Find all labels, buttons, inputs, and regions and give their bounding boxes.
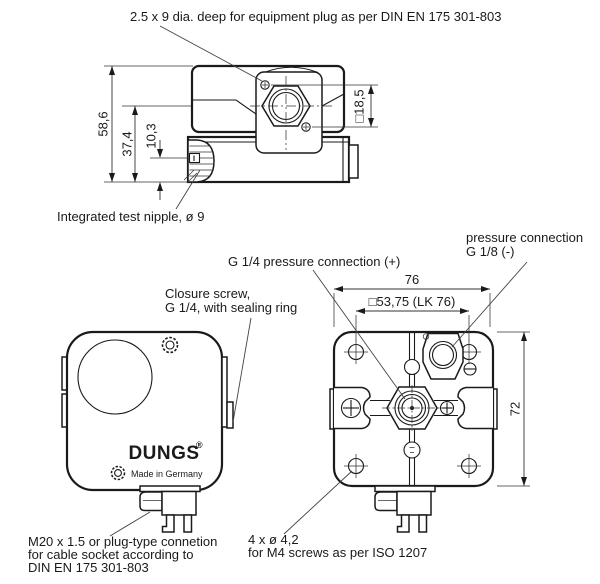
dim-76: 76 bbox=[333, 272, 491, 327]
note-closure-1: Closure screw, bbox=[165, 286, 250, 301]
plate-screw-top-left bbox=[260, 80, 270, 90]
mounting-hole-top-left bbox=[344, 340, 368, 364]
rear-cable-connector bbox=[374, 485, 436, 533]
dim-18-5: □18,5 bbox=[271, 84, 378, 128]
made-in-germany-label: Made in Germany bbox=[131, 469, 203, 479]
note-closure-2: G 1/4, with sealing ring bbox=[165, 300, 297, 315]
leader-closure-screw bbox=[232, 317, 252, 423]
dim-10-3: 10,3 bbox=[143, 123, 189, 200]
dim-label-10-3: 10,3 bbox=[143, 123, 158, 148]
torx-screw-top bbox=[161, 336, 179, 354]
dungs-logo: DUNGS bbox=[128, 443, 199, 464]
mounting-hole-bottom-right bbox=[457, 454, 481, 478]
closure-screw-boss bbox=[226, 401, 234, 429]
leader-equipment-plug bbox=[159, 25, 263, 82]
connector-pin-left bbox=[161, 514, 175, 533]
connector-block bbox=[161, 490, 197, 516]
test-nipple-knob bbox=[183, 139, 215, 184]
plug-dome bbox=[263, 66, 319, 74]
dial-window-circle bbox=[77, 339, 153, 415]
front-view: DUNGS ® Made in Germany bbox=[61, 330, 234, 533]
front-body bbox=[65, 330, 224, 492]
marking-dot bbox=[422, 333, 430, 340]
note-g14-positive: G 1/4 pressure connection (+) bbox=[228, 254, 400, 269]
dim-72: 72 bbox=[497, 331, 530, 487]
torx-screw-bottom bbox=[110, 465, 126, 481]
note-m4-1: 4 x ø 4,2 bbox=[248, 532, 299, 547]
dim-37-4: 37,4 bbox=[119, 106, 138, 182]
note-m4-2: for M4 screws as per ISO 1207 bbox=[248, 545, 427, 560]
right-tab bbox=[221, 356, 228, 428]
dim-label-37-4: 37,4 bbox=[119, 131, 134, 156]
leader-test-nipple bbox=[175, 169, 201, 210]
dim-58-6: 58,6 bbox=[95, 65, 193, 183]
slotted-screw bbox=[463, 362, 477, 376]
leader-m4-holes bbox=[283, 470, 353, 535]
note-equipment-plug: 2.5 x 9 dia. deep for equipment plug as … bbox=[130, 9, 501, 24]
knob-outline bbox=[187, 139, 215, 183]
leader-m20 bbox=[109, 511, 151, 537]
cover-contour-right bbox=[321, 93, 345, 107]
connector-flange bbox=[139, 485, 201, 493]
note-m20-1: M20 x 1.5 or plug-type connetion bbox=[28, 534, 217, 549]
dim-label-58-6: 58,6 bbox=[95, 111, 110, 136]
cross-screw bbox=[439, 400, 455, 416]
connector-pin-right bbox=[418, 514, 428, 533]
gland-piece bbox=[374, 491, 398, 512]
registered-mark: ® bbox=[196, 440, 203, 450]
dim-label-53-75: □53,75 (LK 76) bbox=[369, 294, 456, 309]
body-right-tab bbox=[348, 144, 359, 179]
upper-port-circle bbox=[403, 358, 421, 376]
lower-port-circle bbox=[403, 441, 421, 459]
dim-label-18-5: □18,5 bbox=[351, 89, 366, 122]
dim-label-72: 72 bbox=[507, 402, 522, 416]
note-g18-negative-2: G 1/8 (-) bbox=[466, 244, 514, 259]
dim-label-76: 76 bbox=[405, 272, 419, 287]
cover-contour-left bbox=[192, 99, 257, 115]
mounting-hole-bottom-left bbox=[344, 454, 368, 478]
rear-view bbox=[329, 330, 498, 533]
side-view bbox=[122, 64, 359, 184]
note-m20-3: DIN EN 175 301-803 bbox=[28, 560, 149, 575]
front-cable-connector bbox=[139, 485, 201, 533]
connector-block bbox=[396, 490, 432, 516]
leader-g18-negative bbox=[451, 261, 528, 348]
g14-pressure-port bbox=[382, 385, 442, 431]
left-pad bbox=[334, 386, 371, 430]
g18-pressure-port bbox=[422, 332, 464, 380]
right-pad bbox=[457, 386, 493, 430]
connector-pin-right bbox=[183, 514, 193, 533]
note-g18-negative-1: pressure connection bbox=[466, 230, 583, 245]
gland-piece bbox=[139, 491, 163, 512]
plate-screw-bottom-right bbox=[301, 122, 311, 132]
note-m20-2: for cable socket according to bbox=[28, 547, 193, 562]
note-test-nipple: Integrated test nipple, ø 9 bbox=[57, 209, 204, 224]
leader-g14-positive bbox=[312, 269, 406, 400]
connector-flange bbox=[374, 485, 436, 493]
connector-pin-left bbox=[396, 514, 410, 533]
